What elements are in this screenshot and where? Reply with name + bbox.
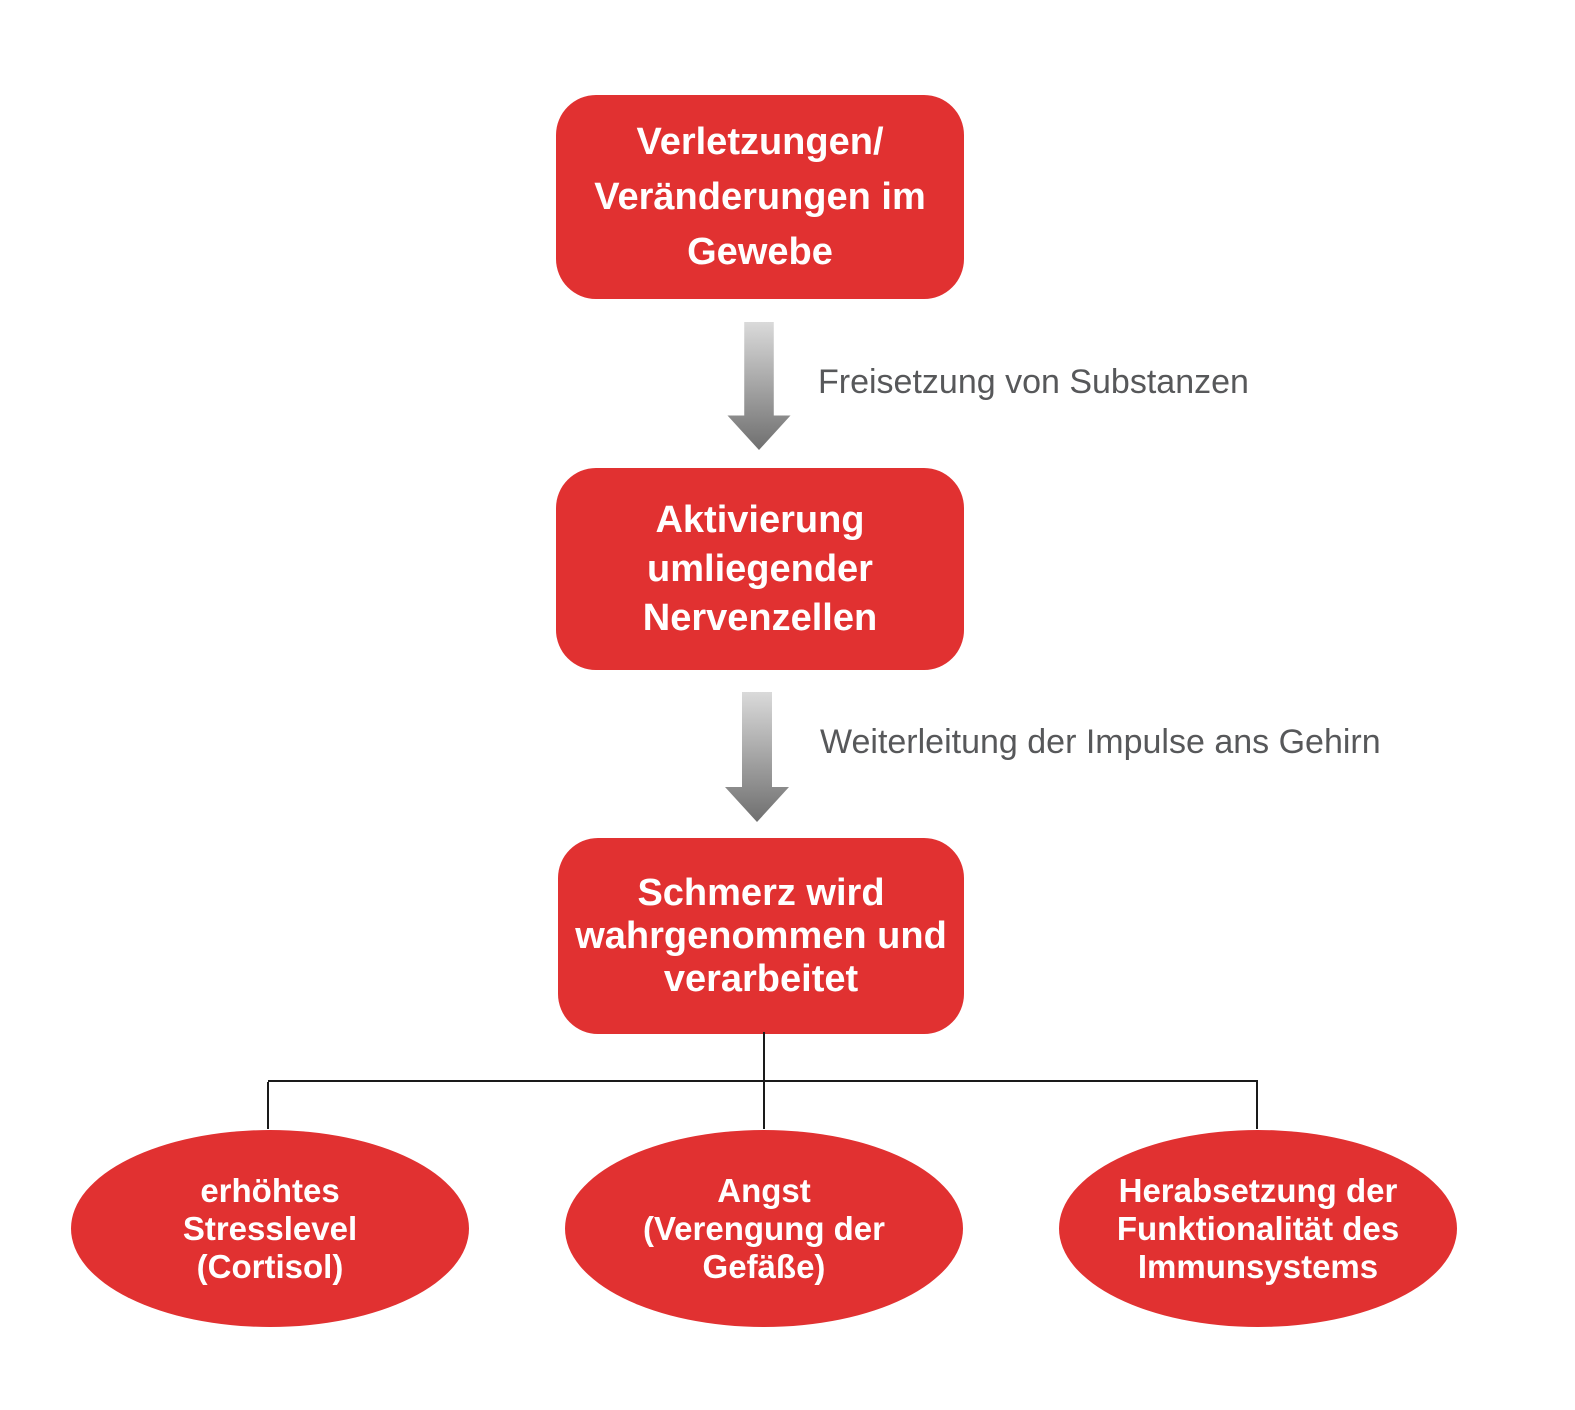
arrow-label-impulses: Weiterleitung der Impulse ans Gehirn bbox=[820, 723, 1381, 761]
arrow-label-substances: Freisetzung von Substanzen bbox=[818, 363, 1249, 401]
connector-line-drop-right bbox=[1256, 1082, 1258, 1129]
outcome-ellipse-stress: erhöhtes Stresslevel (Cortisol) bbox=[71, 1130, 469, 1327]
flow-node-injury: Verletzungen/ Veränderungen im Gewebe bbox=[556, 95, 964, 299]
connector-line-stem bbox=[763, 1032, 765, 1080]
down-arrow-icon bbox=[725, 692, 789, 822]
connector-line-drop-left bbox=[267, 1082, 269, 1129]
flow-node-activation-label: Aktivierung umliegender Nervenzellen bbox=[642, 498, 878, 639]
outcome-stress-label: erhöhtes Stresslevel (Cortisol) bbox=[182, 1171, 358, 1285]
connector-line-horizontal bbox=[268, 1080, 1258, 1082]
outcome-ellipse-immune: Herabsetzung der Funktionalität des Immu… bbox=[1059, 1130, 1457, 1327]
outcome-ellipse-angst: Angst (Verengung der Gefäße) bbox=[565, 1130, 963, 1327]
flow-node-pain: Schmerz wird wahrgenommen und verarbeite… bbox=[558, 838, 964, 1034]
down-arrow-icon bbox=[727, 322, 791, 450]
outcome-immune-label: Herabsetzung der Funktionalität des Immu… bbox=[1116, 1171, 1400, 1285]
flow-node-injury-label: Verletzungen/ Veränderungen im Gewebe bbox=[594, 120, 926, 273]
outcome-angst-label: Angst (Verengung der Gefäße) bbox=[642, 1171, 886, 1285]
flow-node-pain-label: Schmerz wird wahrgenommen und verarbeite… bbox=[575, 871, 947, 1000]
connector-line-drop-mid bbox=[763, 1082, 765, 1129]
flow-node-activation: Aktivierung umliegender Nervenzellen bbox=[556, 468, 964, 670]
